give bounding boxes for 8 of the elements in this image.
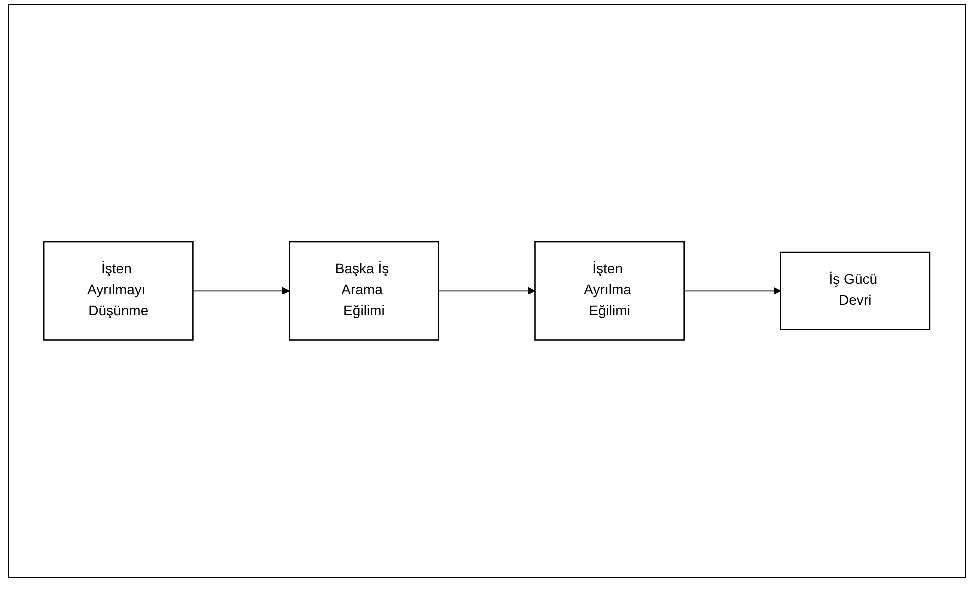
node-box xyxy=(43,241,194,341)
arrow xyxy=(438,287,536,295)
node-box xyxy=(534,241,685,341)
arrow xyxy=(192,287,290,295)
arrow xyxy=(684,287,782,295)
node-box xyxy=(780,252,931,330)
node-box xyxy=(289,241,440,341)
frame-border: İşten Ayrılmayı Düşünme Başka İş Arama Eğilimi İşten Ayrılma Eğilimi İş Gücü Devri xyxy=(8,4,966,578)
